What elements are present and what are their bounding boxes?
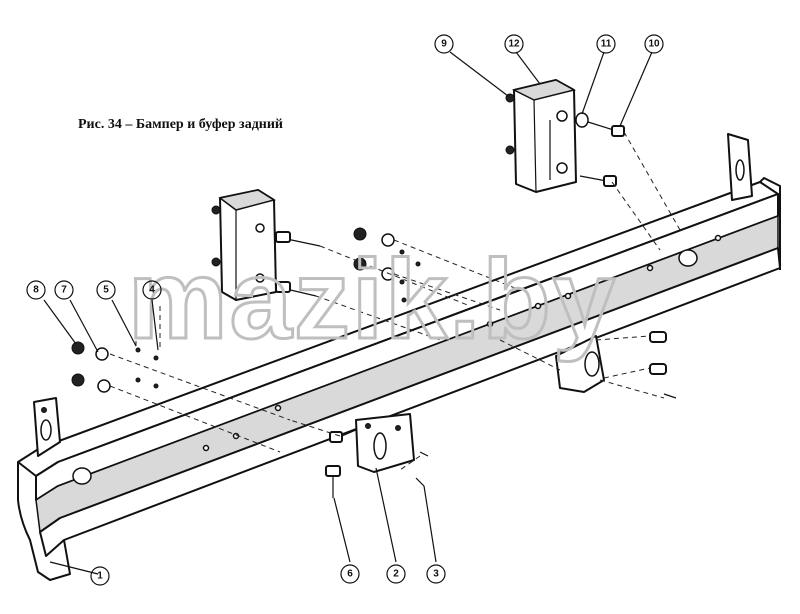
callout-1: 1 <box>90 566 110 586</box>
bracket-right <box>555 331 667 393</box>
callout-label: 9 <box>441 39 447 50</box>
callout-7: 7 <box>54 280 74 300</box>
callout-label: 2 <box>393 569 399 580</box>
callout-6: 6 <box>340 564 360 584</box>
callout-label: 1 <box>97 571 103 582</box>
callout-label: 4 <box>149 285 155 296</box>
watermark: mazik.by <box>128 237 617 362</box>
callout-label: 5 <box>103 285 109 296</box>
callout-leaders <box>43 51 653 575</box>
callout-12: 12 <box>504 34 524 54</box>
buffer-middle <box>211 189 321 301</box>
assembly-lines <box>109 131 681 471</box>
callout-5: 5 <box>96 280 116 300</box>
callout-label: 11 <box>601 39 612 50</box>
callout-10: 10 <box>644 34 664 54</box>
callout-label: 12 <box>508 39 520 50</box>
callout-label: 8 <box>33 285 39 296</box>
callout-label: 7 <box>61 285 67 296</box>
callout-label: 3 <box>433 569 439 580</box>
callout-9: 9 <box>434 34 454 54</box>
bracket-part-2 <box>355 413 415 473</box>
callout-4: 4 <box>142 280 162 300</box>
hardware-nuts <box>71 227 677 498</box>
left-end-bracket <box>33 397 61 457</box>
callout-11: 11 <box>596 34 616 54</box>
callout-label: 10 <box>648 39 660 50</box>
callout-3: 3 <box>426 564 446 584</box>
bumper-beam <box>17 177 781 581</box>
right-end-bracket <box>727 133 753 201</box>
callout-8: 8 <box>26 280 46 300</box>
figure-caption: Рис. 34 – Бампер и буфер задний <box>78 117 283 132</box>
buffer-top <box>505 79 625 193</box>
callout-label: 6 <box>347 569 353 580</box>
callout-2: 2 <box>386 564 406 584</box>
